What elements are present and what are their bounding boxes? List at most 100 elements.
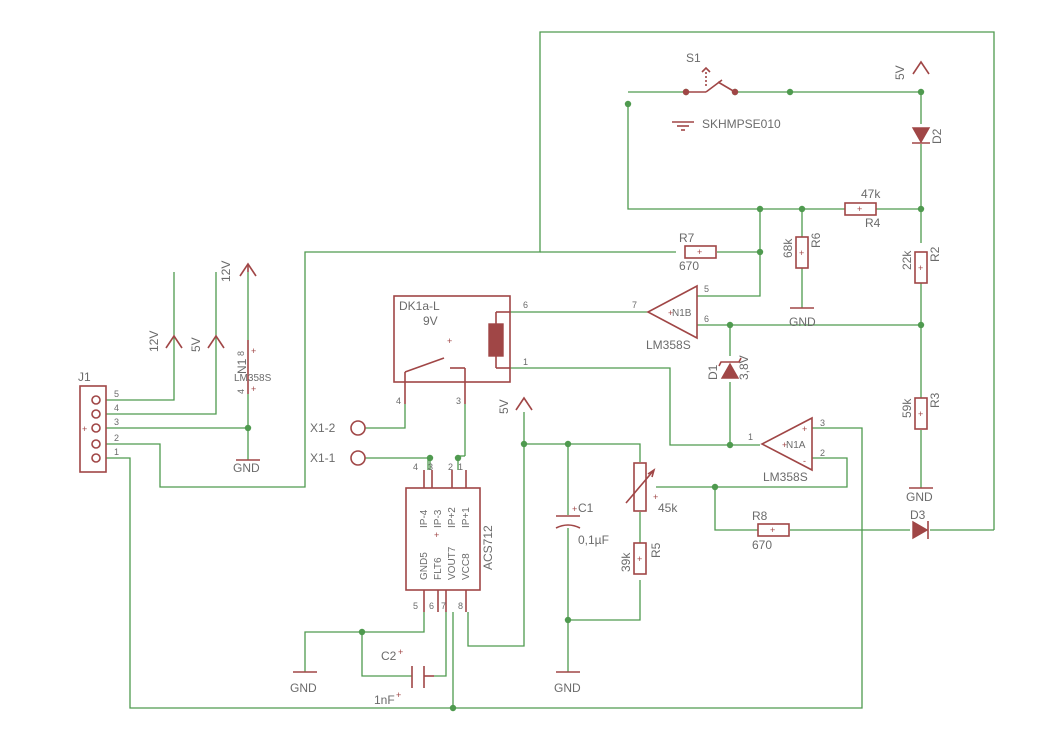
svg-text:+: +: [770, 525, 775, 535]
resistor-r2: + 22k R2: [900, 246, 942, 284]
svg-text:+: +: [802, 424, 807, 434]
connector-j1: + J1 5 4 3 2 1: [78, 370, 119, 473]
label-r7-val: 670: [679, 259, 699, 273]
label-r5: R5: [649, 542, 663, 558]
gnd-s1: [672, 121, 694, 131]
pin-acs-b6: 6: [429, 601, 434, 611]
opamp-n1b: + N1B LM358S 7 5 6: [632, 284, 709, 352]
label-s1: S1: [686, 51, 701, 65]
pin-acs-t1: 1: [458, 462, 463, 472]
label-x1-2: X1-2: [310, 421, 336, 435]
pin-opb-7: 7: [632, 300, 637, 310]
label-lm358-b: LM358S: [646, 338, 691, 352]
label-relay-name: DK1a-L: [399, 299, 440, 313]
svg-text:+: +: [82, 424, 87, 434]
svg-text:+: +: [782, 440, 787, 450]
ic-acs712: 4 3 2 1 5 6 7 8 IP-4 IP-3 IP+2 IP+1 GND5…: [405, 462, 495, 612]
label-gnd-r6: GND: [789, 315, 816, 329]
diode-d3: D3: [910, 508, 929, 540]
label-d3: D3: [910, 508, 926, 522]
gnd-n1: GND: [233, 459, 260, 475]
label-r4: R4: [865, 216, 881, 230]
terminal-x1-1: X1-1: [310, 450, 366, 466]
gnd-r3: GND: [906, 487, 933, 504]
pin-opa-2: 2: [820, 448, 825, 458]
svg-text:+: +: [572, 504, 577, 514]
label-c2-val: 1nF: [374, 693, 395, 707]
label-c1: C1: [578, 501, 594, 515]
label-r3-val: 59k: [900, 398, 914, 418]
switch-s1: S1 SKHMPSE010: [682, 51, 781, 131]
pin-opb-5: 5: [704, 284, 709, 294]
svg-text:-: -: [803, 456, 806, 466]
pin-opb-6: 6: [704, 314, 709, 324]
pin-relay-1: 1: [523, 357, 528, 367]
gnd-acs: GND: [290, 671, 317, 695]
pin-acs-vout7: VOUT7: [447, 546, 458, 580]
label-r8: R8: [752, 509, 768, 523]
label-r3: R3: [928, 392, 942, 408]
capacitor-c1: + C1 0,1µF: [555, 501, 609, 547]
supply-12v-j1: 12V: [147, 331, 183, 352]
pin-j-1: 1: [114, 447, 119, 457]
pin-relay-3: 3: [456, 396, 461, 406]
label-c2: C2: [381, 649, 397, 663]
label-r7: R7: [679, 231, 695, 245]
junctions: [244, 88, 925, 712]
supply-5v-mid: 5V: [497, 396, 533, 414]
label-gnd-c1: GND: [554, 681, 581, 695]
pin-acs-flt6: FLT6: [433, 557, 444, 580]
resistor-r8: + R8 670: [752, 509, 790, 552]
label-5v-j1: 5V: [189, 337, 203, 352]
supply-5v-right: 5V: [893, 60, 930, 80]
svg-text:+: +: [398, 647, 403, 657]
opamp-n1-power: + + 8 4 N1 LM358S: [234, 340, 272, 394]
gnd-c1: GND: [554, 671, 581, 695]
resistor-r6: + 68k R6: [781, 232, 823, 269]
potentiometer: + 45k: [625, 462, 678, 515]
pin-j-3: 3: [114, 417, 119, 427]
label-gnd-acs: GND: [290, 681, 317, 695]
label-r6-val: 68k: [781, 238, 795, 258]
gnd-r6: GND: [789, 307, 816, 329]
resistor-r7: + R7 670: [679, 231, 717, 273]
supply-12v-top: 12V: [219, 261, 257, 282]
pin-acs-vcc8: VCC8: [461, 553, 472, 580]
pin-j-2: 2: [114, 433, 119, 443]
label-d1: D1: [706, 364, 720, 380]
zener-d1: D1 3,8V: [706, 355, 751, 380]
pin-n1-8: 8: [236, 351, 246, 356]
label-r2: R2: [928, 246, 942, 262]
relay: + DK1a-L 9V 6 1 4 3: [393, 295, 528, 406]
label-gnd-r3: GND: [906, 490, 933, 504]
pin-j-5: 5: [114, 389, 119, 399]
pin-acs-t4: 4: [413, 462, 418, 472]
label-d2: D2: [930, 128, 944, 144]
svg-text:+: +: [396, 690, 401, 700]
diode-d2: D2: [911, 127, 944, 144]
wires: [106, 31, 995, 709]
svg-text:+: +: [799, 248, 804, 258]
label-5v-mid: 5V: [497, 399, 511, 414]
label-r6: R6: [809, 232, 823, 248]
pin-acs-t2: 2: [448, 462, 453, 472]
svg-text:+: +: [447, 336, 452, 346]
pin-n1-4: 4: [236, 389, 246, 394]
label-r8-val: 670: [752, 538, 772, 552]
label-d1-val: 3,8V: [737, 355, 751, 380]
label-r2-val: 22k: [900, 250, 914, 270]
label-n1: N1: [235, 358, 249, 374]
pin-acs-gnd5: GND5: [419, 552, 430, 580]
svg-text:+: +: [434, 530, 439, 540]
pin-relay-4: 4: [396, 396, 401, 406]
label-acs: ACS712: [481, 525, 495, 570]
capacitor-c2: C2 + 1nF +: [374, 647, 434, 707]
svg-text:+: +: [857, 204, 862, 214]
label-lm358-a: LM358S: [763, 470, 808, 484]
svg-text:+: +: [637, 554, 642, 564]
label-relay-val: 9V: [423, 314, 438, 328]
resistor-r4: + 47k R4: [844, 187, 881, 230]
pin-acs-b5: 5: [413, 601, 418, 611]
svg-text:+: +: [918, 263, 923, 273]
